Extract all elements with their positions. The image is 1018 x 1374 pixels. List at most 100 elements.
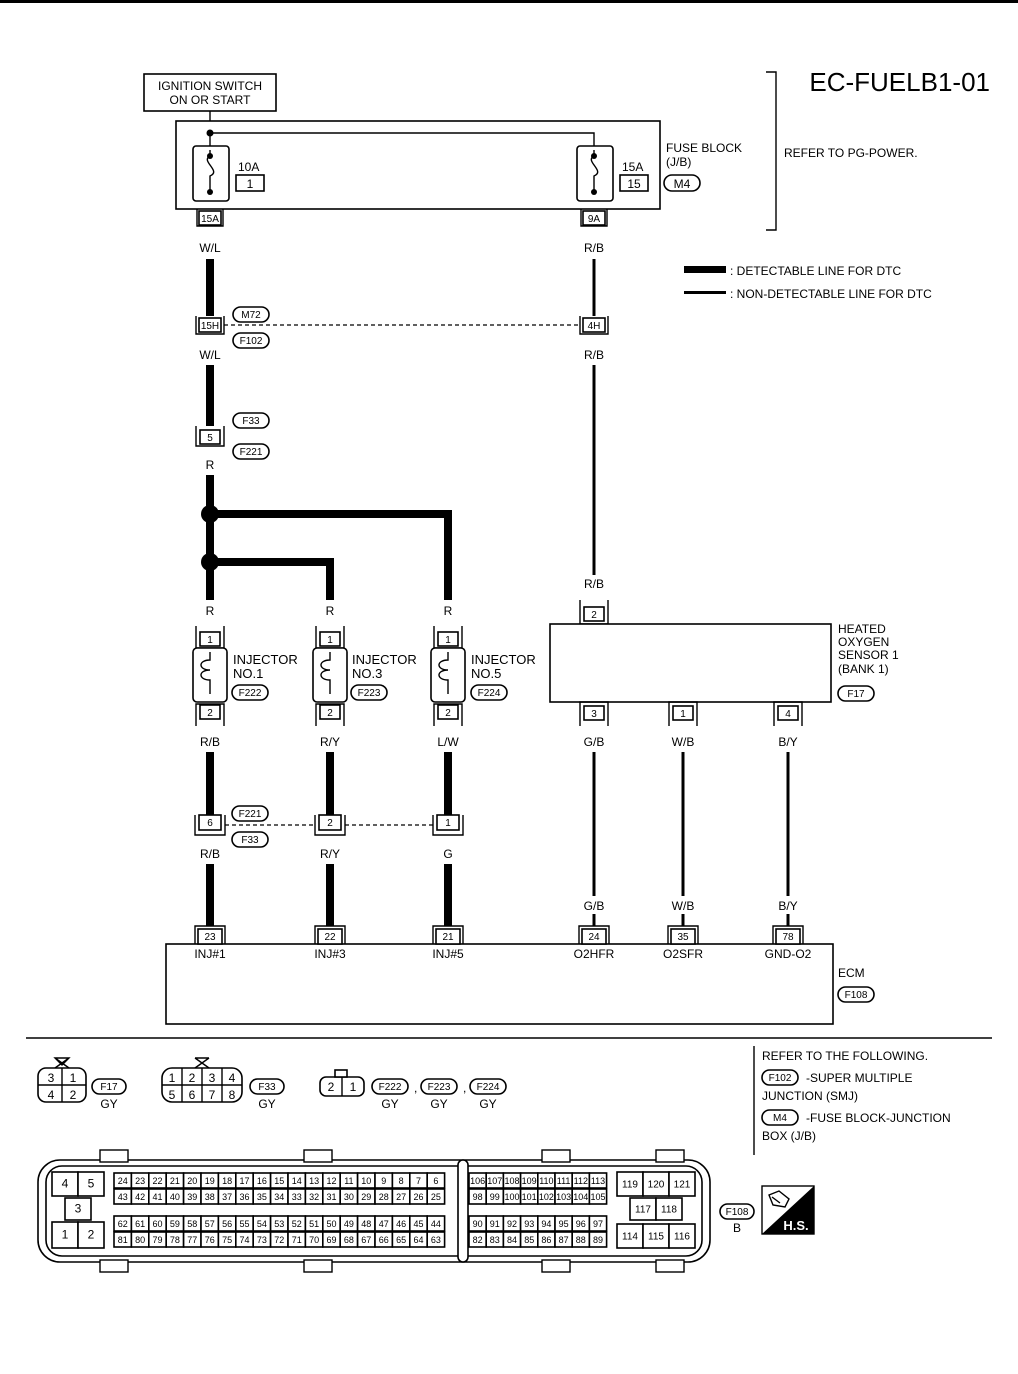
ecm-face-pin: 115 <box>648 1232 664 1243</box>
svg-text:W/L: W/L <box>199 348 221 362</box>
ecm-face-pin: 110 <box>539 1176 553 1186</box>
ecm-pin: 22 <box>324 932 336 943</box>
svg-text:4: 4 <box>48 1088 55 1102</box>
ecm-face-pin: 82 <box>473 1235 483 1245</box>
svg-text:INJECTOR: INJECTOR <box>471 652 536 667</box>
svg-text:4H: 4H <box>588 321 601 332</box>
svg-text:L/W: L/W <box>437 735 459 749</box>
ecm-face-pin: 83 <box>490 1235 500 1245</box>
svg-text:,: , <box>414 1081 417 1095</box>
ecm-face-pin: 92 <box>507 1219 517 1229</box>
svg-text:M4: M4 <box>773 1113 787 1124</box>
svg-text:NO.3: NO.3 <box>352 666 382 681</box>
ecm-face-pin: 76 <box>205 1235 215 1245</box>
ecm-face-pin: 23 <box>135 1176 145 1186</box>
svg-text:G/B: G/B <box>584 899 605 913</box>
svg-text:B: B <box>733 1221 741 1235</box>
ecm-face-pin: 81 <box>118 1235 128 1245</box>
ecm-face-pin: 9 <box>381 1176 386 1186</box>
svg-text:1: 1 <box>445 818 451 829</box>
svg-text:7: 7 <box>209 1088 216 1102</box>
svg-text:F108: F108 <box>845 990 868 1001</box>
svg-text:1: 1 <box>327 635 333 646</box>
ecm-face-pin: 17 <box>239 1176 249 1186</box>
svg-text:GY: GY <box>479 1097 496 1111</box>
ecm-face-pin: 43 <box>118 1192 128 1202</box>
svg-text:R/B: R/B <box>584 577 604 591</box>
ecm-face-pin: 8 <box>399 1176 404 1186</box>
svg-text:GY: GY <box>258 1097 275 1111</box>
svg-text:2: 2 <box>189 1071 196 1085</box>
svg-text:4: 4 <box>229 1071 236 1085</box>
ecm-face-pin: 79 <box>152 1235 162 1245</box>
svg-text:1: 1 <box>207 635 213 646</box>
svg-text:R/B: R/B <box>584 241 604 255</box>
svg-text:2: 2 <box>327 708 333 719</box>
svg-text:1: 1 <box>169 1071 176 1085</box>
ecm-face-pin: 69 <box>326 1235 336 1245</box>
ecm-signal: INJ#3 <box>314 947 346 961</box>
svg-text:9A: 9A <box>588 214 601 225</box>
svg-text:NO.1: NO.1 <box>233 666 263 681</box>
ecm-face-pin: 61 <box>135 1219 145 1229</box>
svg-text:5: 5 <box>207 433 213 444</box>
ecm-face-pin: 75 <box>222 1235 232 1245</box>
ecm-face-pin: 6 <box>433 1176 438 1186</box>
svg-text:F221: F221 <box>239 809 262 820</box>
ecm-face-pin: 98 <box>473 1192 483 1202</box>
svg-text:R/Y: R/Y <box>320 847 340 861</box>
ecm-face-pin: 40 <box>170 1192 180 1202</box>
ecm-face-pin: 80 <box>135 1235 145 1245</box>
fuse-right-num: 15 <box>627 177 641 191</box>
svg-text:F221: F221 <box>240 447 263 458</box>
ecm-pin: 24 <box>588 932 600 943</box>
svg-text:: NON-DETECTABLE LINE FOR DTC: : NON-DETECTABLE LINE FOR DTC <box>730 287 932 301</box>
svg-text:W/B: W/B <box>672 735 695 749</box>
svg-text:B/Y: B/Y <box>778 735 797 749</box>
ecm-face-pin: 20 <box>187 1176 197 1186</box>
ecm-face-pin: 120 <box>648 1180 665 1191</box>
svg-text:W/B: W/B <box>672 899 695 913</box>
svg-text:3: 3 <box>48 1071 55 1085</box>
svg-text:2: 2 <box>70 1088 77 1102</box>
ecm-face-pin: 71 <box>292 1235 302 1245</box>
svg-text:F222: F222 <box>239 688 262 699</box>
svg-text:(BANK 1): (BANK 1) <box>838 662 889 676</box>
ecm-face-pin: 91 <box>490 1219 500 1229</box>
ecm-face-pin: 84 <box>507 1235 517 1245</box>
ecm-face-pin: 103 <box>556 1192 571 1202</box>
ecm-face-pin: 33 <box>292 1192 302 1202</box>
harness-side-icon: H.S. <box>761 1185 815 1235</box>
svg-text:G: G <box>443 847 452 861</box>
ecm-face-pin: 10 <box>361 1176 371 1186</box>
svg-text:F102: F102 <box>769 1073 792 1084</box>
svg-text:F223: F223 <box>358 688 381 699</box>
ecm-face-pin: 66 <box>379 1235 389 1245</box>
svg-text:F102: F102 <box>240 336 263 347</box>
injector-5: 1 2 INJECTOR NO.5 F224 <box>430 626 536 726</box>
ecm-face-pin: 62 <box>118 1219 128 1229</box>
connector-injector-view: 2 1 F222 , F223 , F224 GY GY GY <box>319 1069 507 1111</box>
refer-following: REFER TO THE FOLLOWING. F102 -SUPER MULT… <box>761 1049 951 1143</box>
ecm-face-pin: 94 <box>541 1219 551 1229</box>
svg-text:3: 3 <box>591 709 597 720</box>
svg-text:F108: F108 <box>726 1207 749 1218</box>
ecm-face-pin: 4 <box>62 1177 69 1191</box>
svg-text:F224: F224 <box>478 688 501 699</box>
ecm-face-pin: 96 <box>576 1219 586 1229</box>
ecm-face-pin: 106 <box>470 1176 485 1186</box>
ecm-face-pin: 46 <box>396 1219 406 1229</box>
fuse-right-amp: 15A <box>622 160 643 174</box>
ecm-face-pin: 102 <box>539 1192 554 1202</box>
ecm-face-pin: 35 <box>257 1192 267 1202</box>
svg-text:1: 1 <box>70 1071 77 1085</box>
svg-text:R/Y: R/Y <box>320 735 340 749</box>
svg-text:1: 1 <box>445 635 451 646</box>
svg-text:F33: F33 <box>241 835 259 846</box>
ecm-face-pin: 19 <box>205 1176 215 1186</box>
ecm-face-pin: 16 <box>257 1176 267 1186</box>
ecm-face-pin: 13 <box>309 1176 319 1186</box>
ecm-face-pin: 118 <box>661 1205 677 1216</box>
fuse-block: 10A 1 15A 15 FUSE BLOCK (J/B) M4 <box>175 120 742 210</box>
svg-text:F223: F223 <box>428 1082 451 1093</box>
